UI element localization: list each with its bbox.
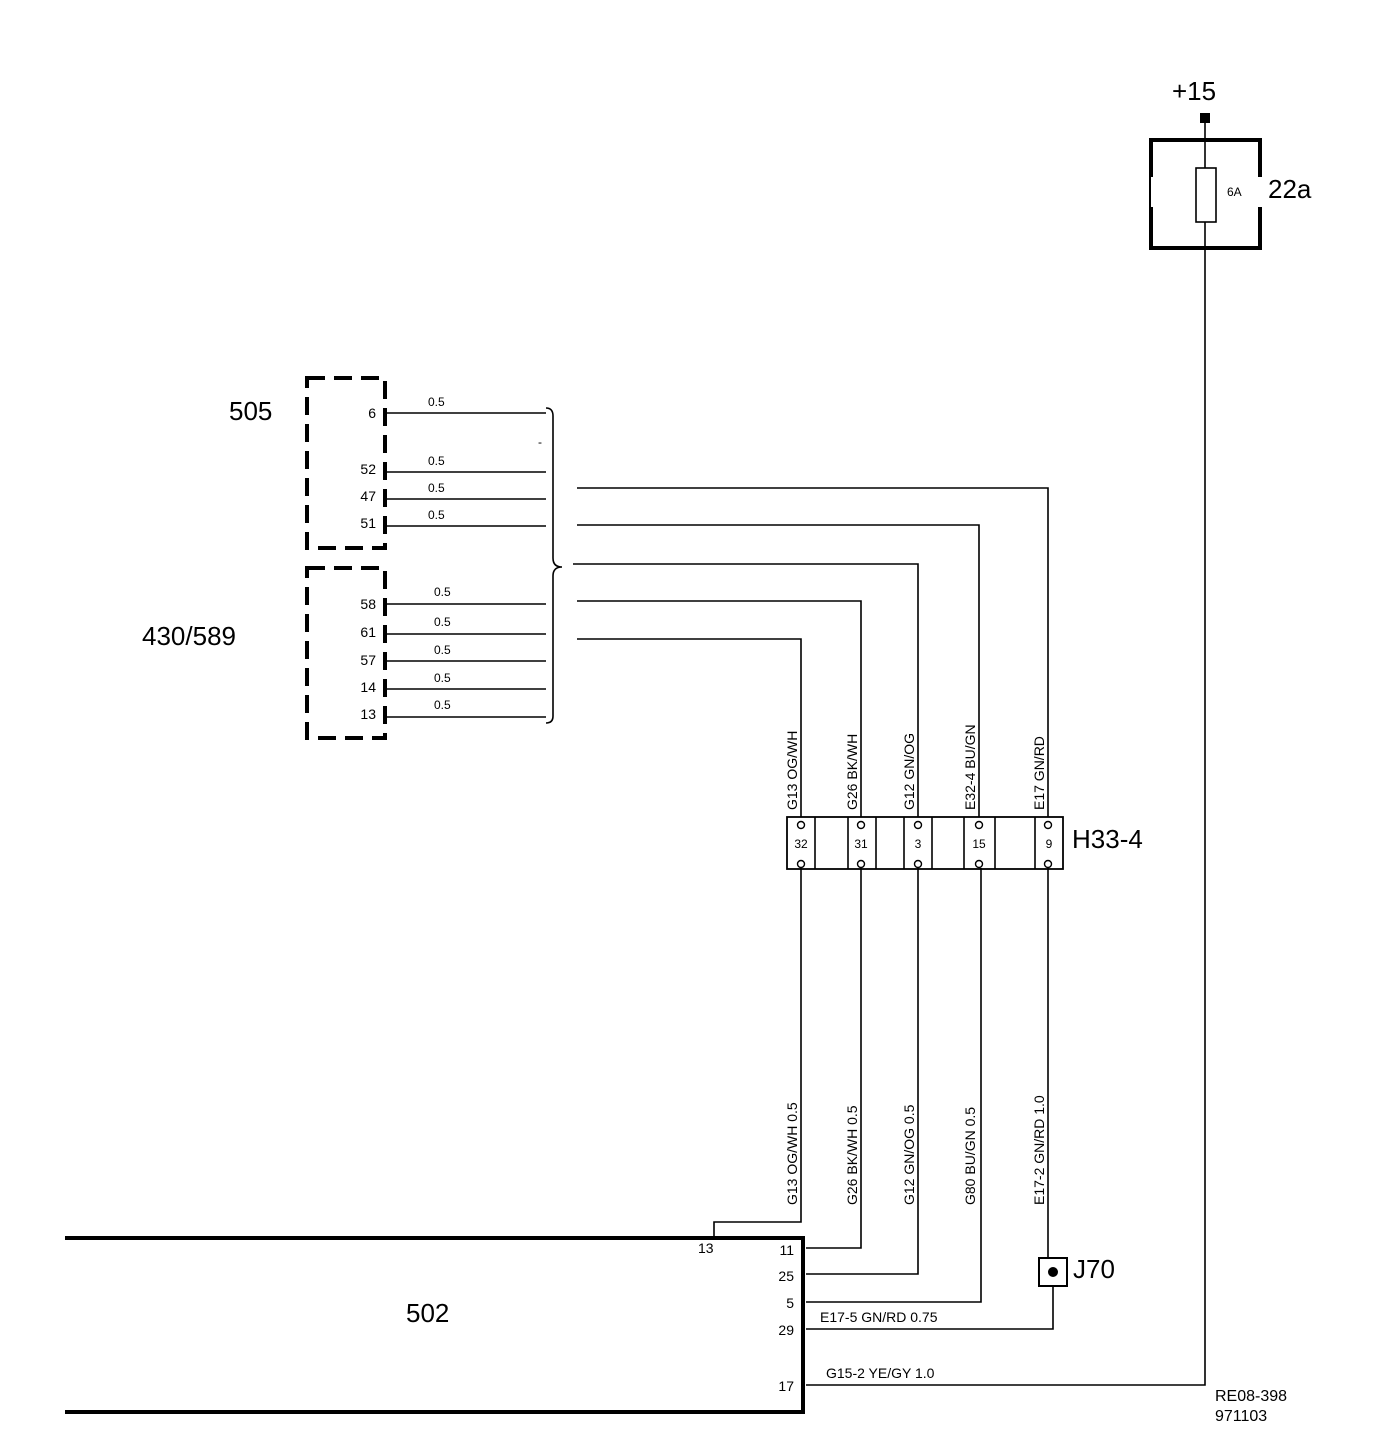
wire-e32-upper (577, 524, 980, 822)
pin-430-61: 61 (360, 624, 376, 640)
wire-label-g13: G13 OG/WH (784, 731, 800, 810)
pin-505-52: 52 (360, 461, 376, 477)
wire-label-e32-4: E32-4 BU/GN (962, 724, 978, 810)
wire-g12-lower (806, 868, 919, 1275)
wire-label-g12: G12 GN/OG (901, 733, 917, 810)
component-505-box (305, 376, 387, 550)
wire-label-g15-2: G15-2 YE/GY 1.0 (826, 1365, 935, 1381)
wire-label-e17-5: E17-5 GN/RD 0.75 (820, 1309, 938, 1325)
wire-size: 0.5 (434, 643, 451, 657)
wire-size: 0.5 (434, 615, 451, 629)
fuse-rating: 6A (1227, 185, 1242, 199)
wire-g26-upper (577, 600, 862, 822)
fuse-element (1195, 167, 1217, 223)
pin-505-47: 47 (360, 488, 376, 504)
supply-terminal (1200, 113, 1210, 123)
reference-code: RE08-398 (1215, 1388, 1287, 1405)
pin-430-58: 58 (360, 596, 376, 612)
component-505-label: 505 (229, 396, 272, 426)
unit-502-pin-17: 17 (778, 1378, 794, 1394)
unit-502-pin-29: 29 (778, 1322, 794, 1338)
reference-date: 971103 (1215, 1408, 1267, 1425)
supply-label: +15 (1172, 76, 1216, 106)
unit-502-pin-25: 25 (778, 1268, 794, 1284)
component-430-589-label: 430/589 (142, 621, 236, 651)
pin-430-13: 13 (360, 706, 376, 722)
wire-label-g12-lower: G12 GN/OG 0.5 (901, 1104, 917, 1205)
wire-label-e17: E17 GN/RD (1031, 736, 1047, 810)
dash-mark: - (538, 435, 542, 449)
fuse-box-gap (1256, 177, 1262, 207)
unit-502-label: 502 (406, 1298, 449, 1328)
wire-g26-lower (806, 868, 862, 1249)
wire-size: 0.5 (434, 671, 451, 685)
connector-label: H33-4 (1072, 824, 1143, 854)
fuse-to-502-wire (806, 222, 1206, 1386)
wire-g80-lower (806, 868, 982, 1303)
connector-pin-9: 9 (1046, 837, 1053, 851)
connector-pin-3: 3 (915, 837, 922, 851)
wire-size: 0.5 (434, 698, 451, 712)
pin-430-14: 14 (360, 679, 376, 695)
splice-label: J70 (1073, 1254, 1115, 1284)
wire-size: 0.5 (428, 395, 445, 409)
connector-pin-32: 32 (794, 837, 808, 851)
wire-g13-upper (577, 638, 802, 822)
wire-label-g26: G26 BK/WH (844, 734, 860, 810)
component-430-589-box (305, 566, 387, 740)
wire-e17-5 (806, 1286, 1054, 1330)
wire-g13-lower (713, 868, 802, 1238)
unit-502-pin-11: 11 (779, 1242, 794, 1258)
wire-label-g80-lower: G80 BU/GN 0.5 (962, 1107, 978, 1205)
connector-pin-15: 15 (972, 837, 986, 851)
unit-502-pin-13: 13 (698, 1240, 714, 1256)
wire-g12-upper (573, 563, 919, 822)
wire-label-g26-lower: G26 BK/WH 0.5 (844, 1105, 860, 1205)
wire-label-g13-lower: G13 OG/WH 0.5 (784, 1102, 800, 1205)
pin-505-6: 6 (368, 405, 376, 421)
pin-505-51: 51 (360, 515, 376, 531)
wire-e17-upper (577, 487, 1049, 822)
wire-size: 0.5 (428, 454, 445, 468)
wire-group-brace (545, 407, 563, 724)
connector-pin-31: 31 (854, 837, 868, 851)
wire-size: 0.5 (434, 585, 451, 599)
wire-size: 0.5 (428, 481, 445, 495)
fuse-box-gap (1151, 177, 1157, 207)
fuse-label: 22a (1268, 174, 1312, 204)
connector-h33-4 (786, 816, 1064, 870)
unit-502-pin-5: 5 (786, 1295, 794, 1311)
wire-size: 0.5 (428, 508, 445, 522)
unit-502-box (65, 1236, 805, 1414)
wire-label-e17-2-lower: E17-2 GN/RD 1.0 (1031, 1095, 1047, 1205)
pin-430-57: 57 (360, 652, 376, 668)
